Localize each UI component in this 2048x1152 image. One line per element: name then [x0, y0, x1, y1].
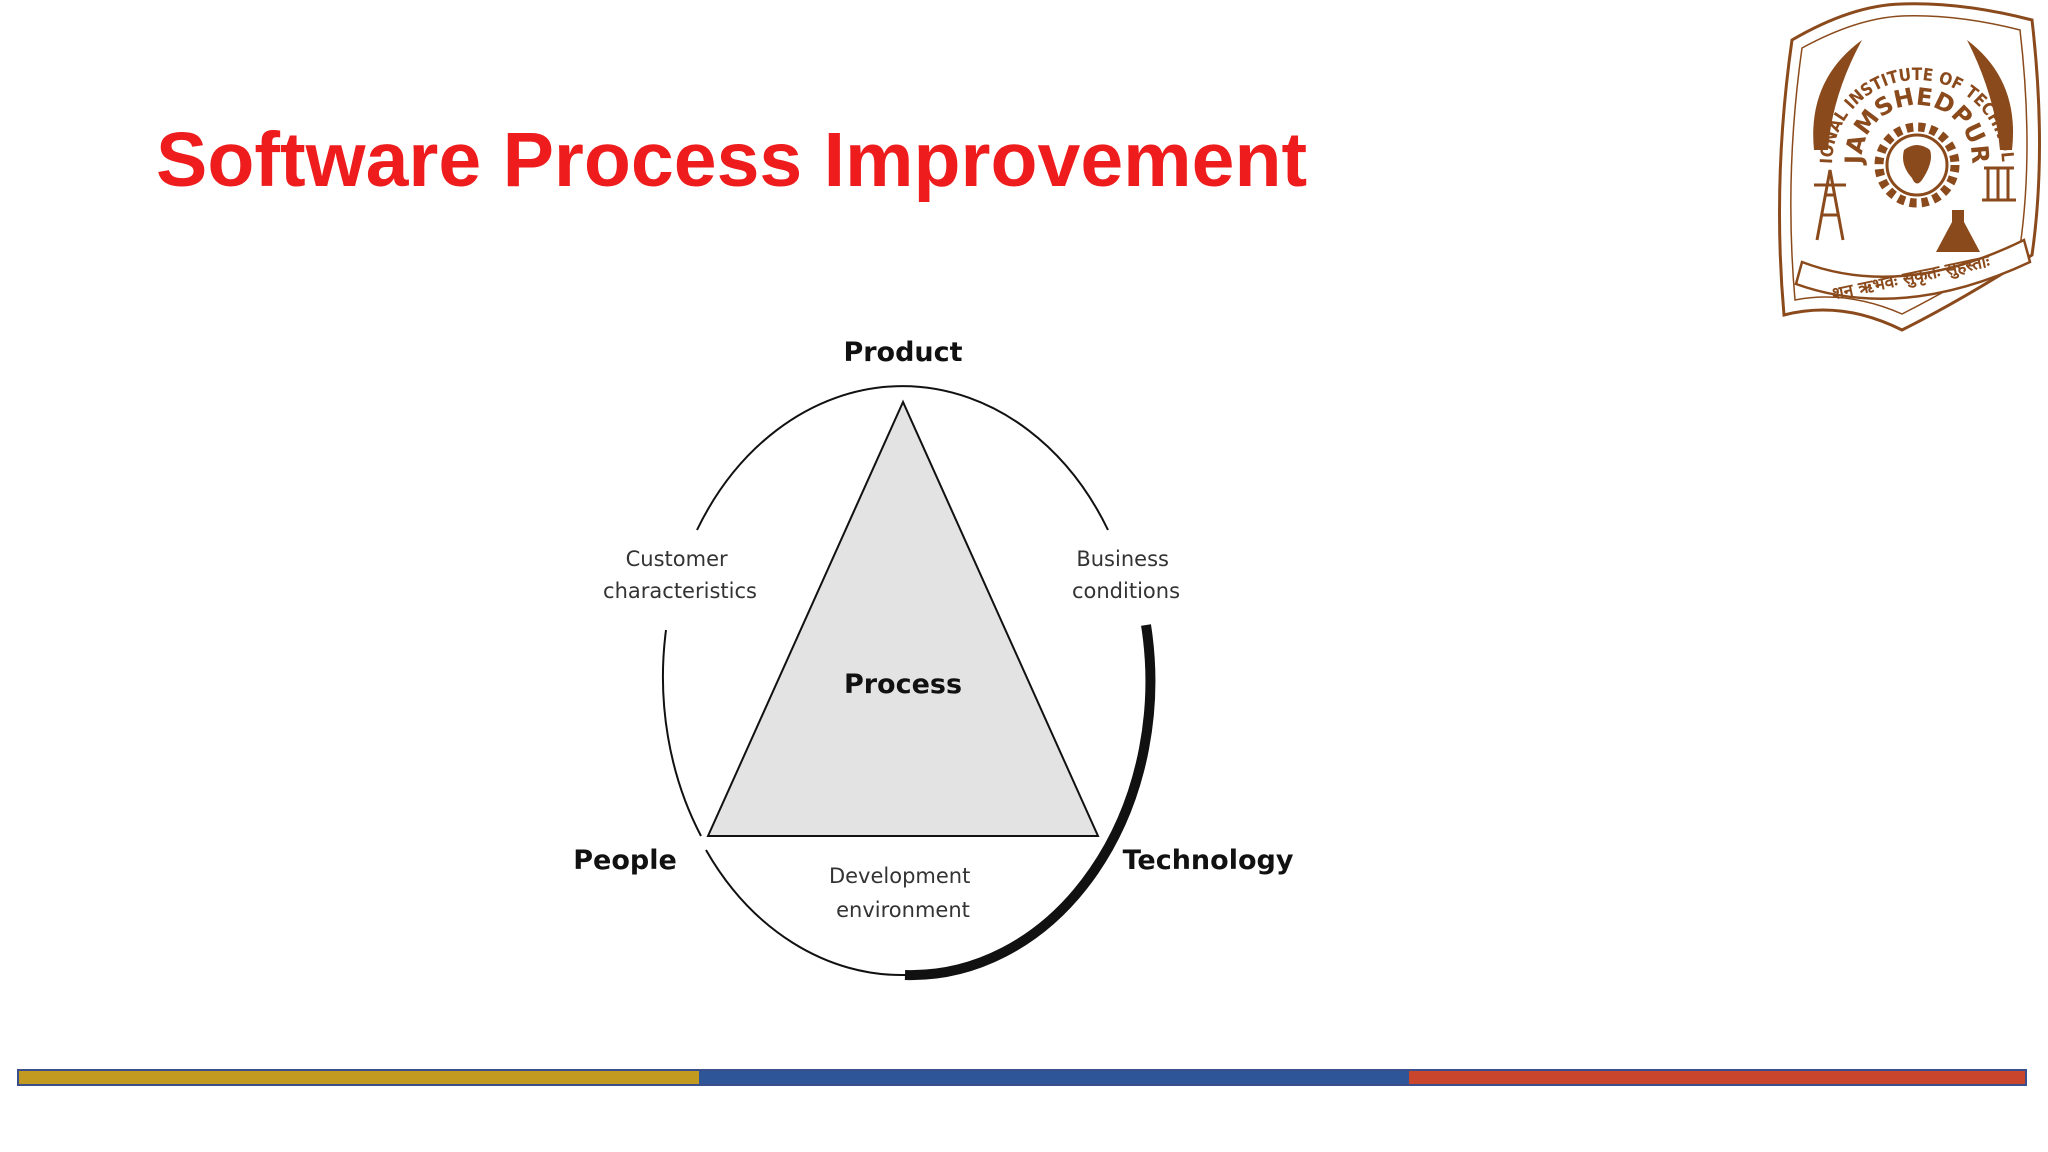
footer-color-bar	[17, 1069, 2027, 1086]
surrounding-ellipse	[662, 385, 1156, 981]
people-label: People	[573, 845, 677, 876]
footer-segment-gold	[19, 1071, 699, 1084]
process-triangle	[706, 399, 1100, 837]
technology-label: Technology	[1123, 845, 1294, 876]
customer-characteristics-label: Customer characteristics	[603, 547, 757, 603]
logo-ribbon	[1794, 238, 2032, 300]
business-conditions-label: Business conditions	[1072, 547, 1180, 603]
process-label: Process	[844, 669, 962, 700]
gear-icon	[1874, 122, 1960, 208]
slide-title: Software Process Improvement	[156, 117, 1308, 203]
product-label: Product	[843, 337, 962, 368]
pylon-icon	[1814, 169, 1846, 241]
footer-segment-red	[1409, 1071, 2025, 1084]
wheat-icon	[1813, 40, 2014, 150]
pillars-icon	[1982, 166, 2016, 202]
footer-segment-blue	[699, 1071, 1409, 1084]
institute-logo: NATIONAL INSTITUTE OF TECHNOLOGY JAMSHED…	[1762, 0, 2041, 332]
flask-icon	[1936, 210, 1980, 252]
development-environment-label: Development environment	[829, 864, 977, 922]
